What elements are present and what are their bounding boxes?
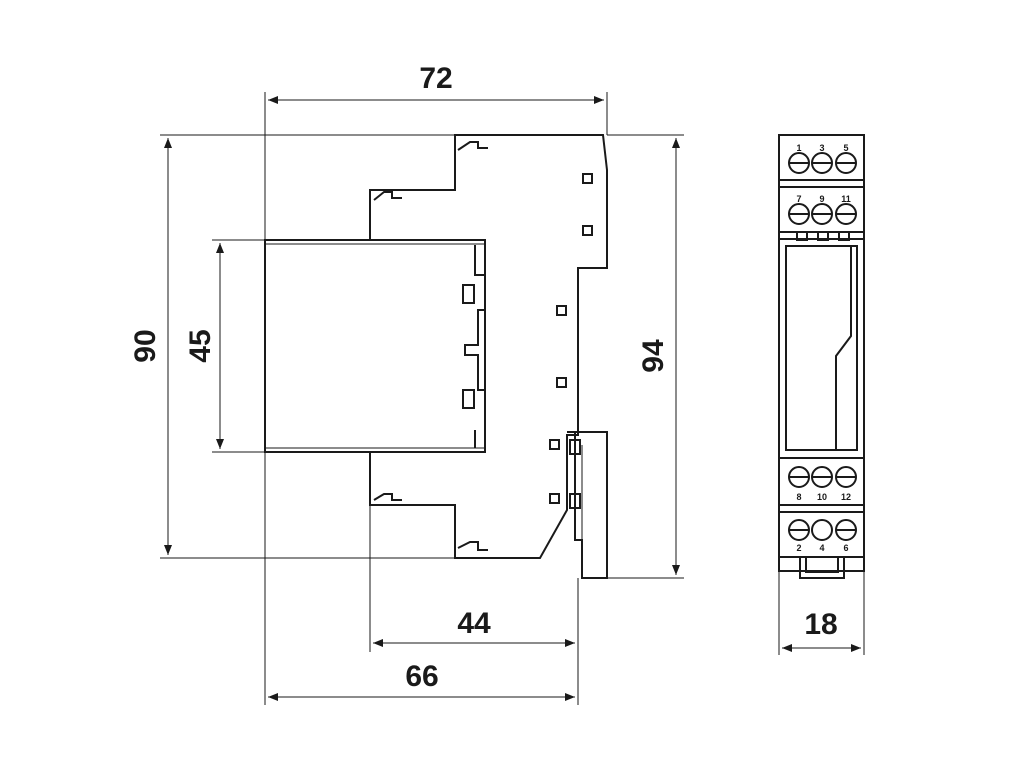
clip-bottom-lower	[457, 541, 488, 551]
svg-text:2: 2	[796, 543, 801, 553]
vent-2	[582, 225, 593, 236]
dim-94-label: 94	[637, 339, 670, 373]
din-latch	[567, 431, 608, 579]
dim-45-label: 45	[184, 329, 217, 362]
svg-text:5: 5	[843, 143, 848, 153]
svg-text:9: 9	[819, 194, 824, 204]
svg-text:10: 10	[817, 492, 827, 502]
terminal-row-3: 8 10 12	[788, 466, 857, 502]
clip-top-upper	[457, 141, 488, 151]
vent-4	[556, 377, 567, 388]
svg-text:7: 7	[796, 194, 801, 204]
latch-slot-bottom	[462, 389, 475, 409]
vent-3	[556, 305, 567, 316]
svg-text:3: 3	[819, 143, 824, 153]
svg-text:12: 12	[841, 492, 851, 502]
front-cover	[264, 239, 486, 453]
terminal-row-1: 1 3 5	[788, 143, 857, 174]
front-view: 1 3 5 7 9 11 8 10 12	[778, 134, 865, 579]
svg-text:6: 6	[843, 543, 848, 553]
cover-latch	[464, 245, 485, 448]
front-window-inner	[785, 245, 852, 451]
side-view	[264, 134, 608, 579]
clip-top-lower	[373, 191, 402, 201]
svg-text:8: 8	[796, 492, 801, 502]
terminal-row-2: 7 9 11	[788, 194, 857, 225]
dim-72-label: 72	[419, 62, 452, 95]
svg-text:4: 4	[819, 543, 824, 553]
clip-bottom-upper	[373, 493, 402, 501]
vent-5	[549, 439, 560, 450]
dimensions: 72 90 45 94 44 66 18	[129, 62, 865, 705]
latch-slot-top	[462, 284, 475, 304]
dim-44-label: 44	[457, 607, 491, 640]
svg-text:11: 11	[841, 194, 851, 204]
dim-66-label: 66	[405, 660, 438, 693]
terminal-row-4: 2 4 6	[788, 519, 857, 553]
dim-90-label: 90	[129, 329, 162, 362]
dim-18-label: 18	[804, 608, 837, 641]
svg-text:1: 1	[796, 143, 801, 153]
vent-1	[582, 173, 593, 184]
vent-6	[549, 493, 560, 504]
rail-clip	[799, 557, 845, 579]
